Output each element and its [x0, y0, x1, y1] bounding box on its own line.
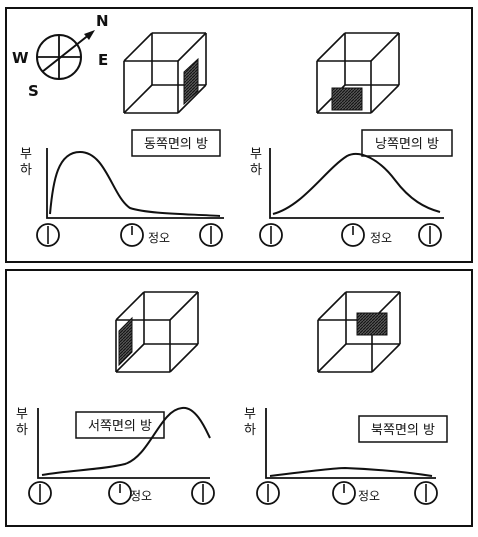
- cube-edge: [123, 32, 153, 62]
- compass-arrow-icon: [84, 30, 95, 40]
- east-load-curve: [49, 150, 221, 217]
- clock-icon: [191, 481, 215, 505]
- graph-axes: [265, 408, 436, 479]
- compass-south: S: [28, 82, 39, 100]
- east-room-label-box: 동쪽면의 방: [131, 129, 221, 157]
- east-room-box: [123, 32, 207, 114]
- noon-clock-icon: [108, 481, 132, 505]
- east-room-label: 동쪽면의 방: [144, 137, 208, 152]
- cube-edge: [371, 343, 401, 373]
- noon-label: 정오: [370, 231, 392, 245]
- graph-axes: [46, 148, 224, 219]
- compass-rose: N E S W: [12, 12, 109, 100]
- north-room-label: 북쪽면의 방: [371, 423, 435, 438]
- load-label-char2: 하: [16, 423, 28, 438]
- south-room-label-box: 낭쪽면의 방: [361, 129, 453, 157]
- clock-icon: [36, 223, 60, 247]
- compass-east: E: [98, 51, 108, 69]
- cube-edge: [169, 343, 199, 373]
- cube-edge: [169, 291, 199, 321]
- cube-edge: [177, 32, 207, 62]
- west-load-curve: [41, 406, 211, 476]
- noon-clock-icon: [120, 223, 144, 247]
- compass-west: W: [12, 49, 29, 67]
- clock-icon: [28, 481, 52, 505]
- cube-edge: [370, 84, 400, 114]
- west-room-window: [118, 316, 133, 367]
- south-room-label: 낭쪽면의 방: [375, 137, 439, 152]
- top-panel-border: [5, 7, 473, 263]
- cube-edge: [316, 32, 346, 62]
- graph-axes: [37, 408, 210, 479]
- north-load-curve: [269, 466, 433, 477]
- clock-icon: [418, 223, 442, 247]
- cube-edge: [317, 291, 347, 321]
- graph-axes: [269, 148, 444, 219]
- clock-icons: [28, 223, 442, 505]
- cube-edge: [370, 32, 400, 62]
- west-room-box: [115, 291, 199, 373]
- compass-north: N: [96, 12, 109, 30]
- north-room-label-box: 북쪽면의 방: [358, 415, 448, 443]
- load-label-char1: 부: [250, 147, 262, 162]
- load-label-char2: 하: [250, 163, 262, 178]
- load-label-char1: 부: [16, 407, 28, 422]
- south-room-box: [316, 32, 400, 114]
- west-room-label: 서쪽면의 방: [88, 419, 152, 434]
- north-room-window: [356, 312, 388, 336]
- noon-label: 정오: [358, 489, 380, 503]
- load-label-char1: 부: [244, 407, 256, 422]
- clock-icon: [256, 481, 280, 505]
- cube-edge: [115, 291, 145, 321]
- load-label-char2: 하: [20, 163, 32, 178]
- bottom-panel-border: [5, 269, 473, 527]
- south-load-curve: [272, 152, 441, 215]
- noon-clock-icon: [341, 223, 365, 247]
- load-label-char2: 하: [244, 423, 256, 438]
- cube-edge: [317, 343, 347, 373]
- noon-label: 정오: [148, 231, 170, 245]
- noon-label: 정오: [130, 489, 152, 503]
- cube-edge: [123, 84, 153, 114]
- clock-icon: [414, 481, 438, 505]
- compass-needle: [41, 33, 91, 73]
- cube-edge: [115, 343, 145, 373]
- west-room-label-box: 서쪽면의 방: [75, 411, 165, 439]
- east-room-window: [183, 57, 199, 106]
- clock-icon: [199, 223, 223, 247]
- clock-icon: [259, 223, 283, 247]
- noon-clock-icon: [332, 481, 356, 505]
- load-label-char1: 부: [20, 147, 32, 162]
- south-room-window: [331, 87, 363, 111]
- cube-edge: [177, 84, 207, 114]
